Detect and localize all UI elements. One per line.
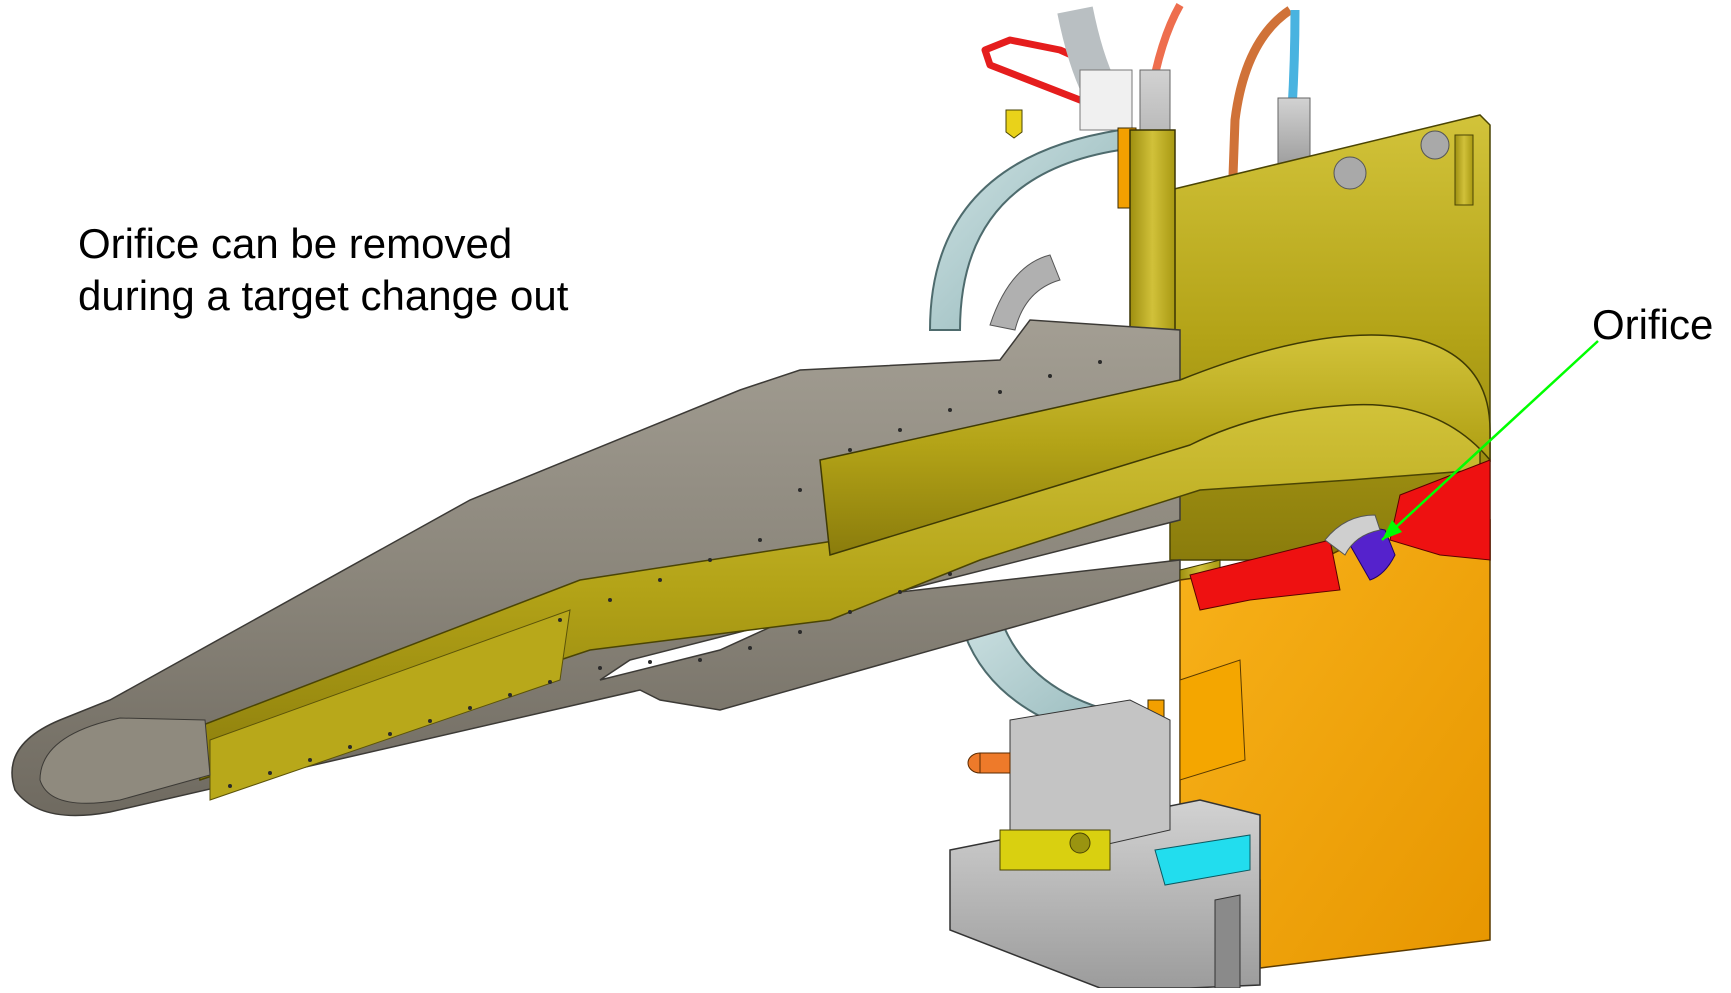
orifice-callout-label: Orifice [1592, 301, 1714, 348]
base-slot [1214, 894, 1241, 989]
blue-hose [1287, 9, 1300, 111]
horn-inner-channel [209, 609, 571, 801]
orifice-leader-arrowhead [1382, 520, 1402, 540]
orifice-leader-line [1381, 340, 1599, 541]
bolt-head [1420, 130, 1450, 160]
orange-block-step [1179, 659, 1246, 781]
horn-end-cap [39, 717, 211, 804]
housing-post [1454, 134, 1474, 206]
horn-upper-tube [819, 334, 1491, 556]
cyan-key [1154, 834, 1251, 886]
hose-fitting-white [1079, 69, 1133, 131]
bracket-hole [1069, 832, 1091, 854]
copper-hose [1225, 6, 1293, 261]
bolt-head [1333, 156, 1367, 190]
rivet-line [228, 360, 1102, 788]
orange-nozzle-body [979, 752, 1011, 774]
inner-elbow-pipe [989, 254, 1061, 331]
yellow-bracket [999, 829, 1111, 871]
caption-line-2: during a target change out [78, 272, 569, 319]
orifice-seat [1324, 514, 1381, 556]
caption-text: Orifice can be removed during a target c… [78, 218, 568, 322]
red-insert-lower [1189, 539, 1341, 611]
caption-line-1: Orifice can be removed [78, 220, 513, 267]
yellow-latch [1005, 109, 1023, 139]
